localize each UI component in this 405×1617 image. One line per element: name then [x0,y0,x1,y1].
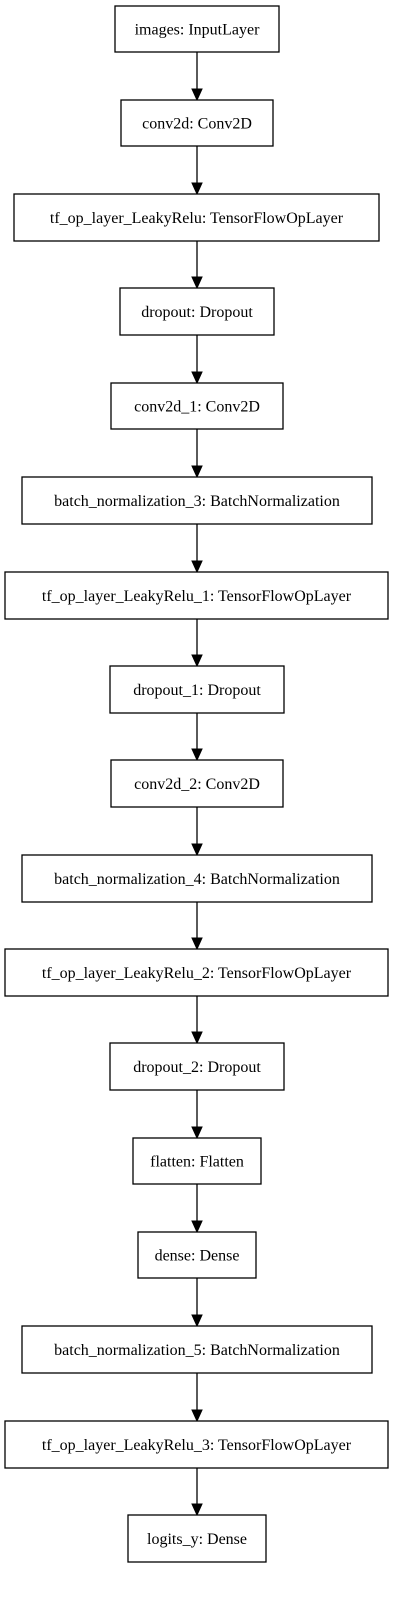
edge-arrow [191,335,203,385]
layer-label: tf_op_layer_LeakyRelu_3: TensorFlowOpLay… [42,1437,352,1454]
arrowhead-icon [191,465,203,479]
layer-node: tf_op_layer_LeakyRelu_3: TensorFlowOpLay… [4,1420,389,1469]
layer-node: conv2d_1: Conv2D [110,382,284,430]
arrowhead-icon [191,371,203,385]
edge-arrow [191,1278,203,1328]
layer-box [137,1231,257,1279]
edge-arrow [191,902,203,951]
layer-node: tf_op_layer_LeakyRelu_1: TensorFlowOpLay… [4,571,389,620]
layer-box [110,382,284,430]
layer-box [119,287,275,336]
arrowhead-icon [191,937,203,951]
edge-arrow [191,524,203,574]
layer-box [21,1325,373,1374]
edge-arrow [191,429,203,479]
nodes-layer: images: InputLayer conv2d: Conv2D tf_op_la… [4,5,389,1563]
arrowhead-icon [191,1503,203,1517]
layer-node: dropout: Dropout [119,287,275,336]
layer-node: dropout_1: Dropout [109,665,285,714]
edge-arrow [191,1090,203,1140]
layer-label: tf_op_layer_LeakyRelu_1: TensorFlowOpLay… [42,588,352,605]
layer-box [109,665,285,714]
layer-box [4,948,389,997]
arrowhead-icon [191,1126,203,1140]
layer-label: tf_op_layer_LeakyRelu_2: TensorFlowOpLay… [42,965,352,982]
arrowhead-icon [191,560,203,574]
arrowhead-icon [191,1409,203,1423]
layer-label: conv2d_2: Conv2D [134,776,260,793]
layer-box [4,1420,389,1469]
arrowhead-icon [191,88,203,102]
layer-label: logits_y: Dense [147,1531,247,1548]
edge-arrow [191,146,203,196]
layer-node: dense: Dense [137,1231,257,1279]
layer-node: dropout_2: Dropout [109,1042,285,1091]
arrowhead-icon [191,182,203,196]
edge-arrow [191,996,203,1045]
layer-box [110,759,284,808]
layer-label: dropout: Dropout [141,304,253,321]
layer-node: logits_y: Dense [127,1514,267,1563]
edge-arrow [191,1373,203,1423]
layer-label: dropout_1: Dropout [133,682,261,699]
arrowhead-icon [191,748,203,762]
edge-arrow [191,1468,203,1517]
layer-box [13,193,380,242]
edge-arrow [191,52,203,102]
layer-label: batch_normalization_4: BatchNormalizatio… [54,871,340,888]
layer-box [21,476,373,525]
layer-label: flatten: Flatten [150,1154,244,1171]
layer-label: images: InputLayer [135,22,261,39]
layer-box [114,5,280,53]
layer-node: images: InputLayer [114,5,280,53]
layer-node: tf_op_layer_LeakyRelu_2: TensorFlowOpLay… [4,948,389,997]
layer-node: flatten: Flatten [132,1137,262,1185]
layer-box [4,571,389,620]
edge-arrow [191,1184,203,1234]
layer-label: dropout_2: Dropout [133,1059,261,1076]
layer-box [127,1514,267,1563]
layer-node: tf_op_layer_LeakyRelu: TensorFlowOpLayer [13,193,380,242]
layer-box [21,854,373,903]
layer-box [120,99,274,147]
layer-label: batch_normalization_5: BatchNormalizatio… [54,1342,340,1359]
edges-layer [191,52,203,1517]
arrowhead-icon [191,1031,203,1045]
layer-box [109,1042,285,1091]
layer-label: batch_normalization_3: BatchNormalizatio… [54,493,340,510]
edge-arrow [191,713,203,762]
arrowhead-icon [191,1314,203,1328]
layer-node: batch_normalization_5: BatchNormalizatio… [21,1325,373,1374]
layer-box [132,1137,262,1185]
layer-node: conv2d: Conv2D [120,99,274,147]
layer-node: conv2d_2: Conv2D [110,759,284,808]
layer-label: dense: Dense [155,1248,240,1265]
layer-node: batch_normalization_4: BatchNormalizatio… [21,854,373,903]
arrowhead-icon [191,1220,203,1234]
arrowhead-icon [191,276,203,290]
edge-arrow [191,241,203,290]
arrowhead-icon [191,654,203,668]
edge-arrow [191,807,203,857]
arrowhead-icon [191,843,203,857]
layer-label: tf_op_layer_LeakyRelu: TensorFlowOpLayer [50,210,344,227]
layer-label: conv2d: Conv2D [142,116,252,133]
layer-node: batch_normalization_3: BatchNormalizatio… [21,476,373,525]
layer-label: conv2d_1: Conv2D [134,399,260,416]
edge-arrow [191,619,203,668]
